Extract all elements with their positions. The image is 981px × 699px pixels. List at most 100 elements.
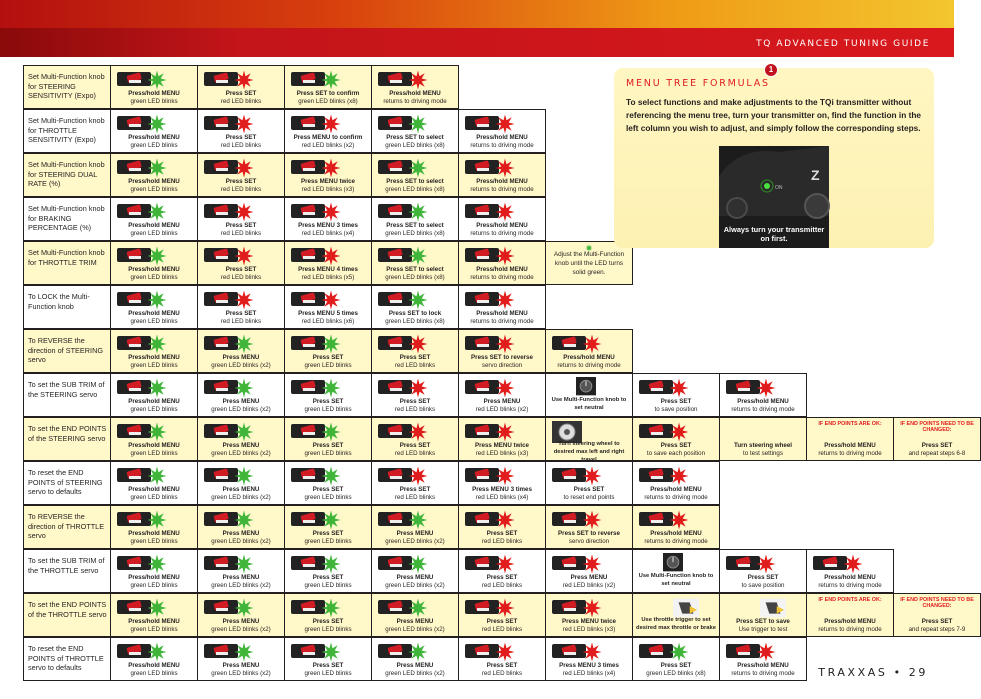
row-label: Set Multi-Function knob for STEERING DUA… bbox=[23, 153, 111, 197]
transmitter-button-icon bbox=[465, 424, 499, 438]
step-result: red LED blinks bbox=[220, 318, 262, 325]
transmitter-button-icon bbox=[204, 116, 238, 130]
transmitter-button-icon bbox=[204, 556, 238, 570]
step-action: Press MENU bbox=[396, 618, 434, 625]
transmitter-button-icon bbox=[378, 248, 412, 262]
transmitter-button-icon bbox=[465, 556, 499, 570]
green-led-burst-icon bbox=[321, 510, 341, 530]
step-action: Press MENU bbox=[222, 618, 260, 625]
table-row: To set the SUB TRIM of the STEERING serv… bbox=[23, 373, 807, 418]
transmitter-button-icon bbox=[117, 116, 151, 130]
green-led-burst-icon bbox=[321, 70, 341, 90]
table-row: To REVERSE the direction of STEERING ser… bbox=[23, 329, 633, 374]
transmitter-button-icon bbox=[291, 336, 325, 350]
step-result: red LED blinks bbox=[220, 186, 262, 193]
row-label: Set Multi-Function knob for THROTTLE SEN… bbox=[23, 109, 111, 153]
red-led-burst-icon bbox=[756, 554, 776, 574]
step-action: Press/hold MENU bbox=[824, 618, 876, 625]
step-action: Press SET to reverse bbox=[471, 354, 533, 361]
row-label: Set Multi-Function knob for STEERING SEN… bbox=[23, 65, 111, 109]
transmitter-button-icon bbox=[291, 204, 325, 218]
green-led-burst-icon bbox=[321, 642, 341, 662]
step-action: Press/hold MENU bbox=[128, 266, 180, 273]
multi-function-knob-icon bbox=[576, 377, 596, 396]
step-action: Press/hold MENU bbox=[128, 618, 180, 625]
green-led-burst-icon bbox=[234, 510, 254, 530]
step-action: Press SET bbox=[399, 398, 431, 405]
step-action: Press SET bbox=[312, 398, 344, 405]
step-result: returns to driving mode bbox=[818, 450, 882, 457]
step-result: green LED blinks (x8) bbox=[385, 186, 445, 193]
red-led-burst-icon bbox=[495, 554, 515, 574]
step-action: Use Multi-Function knob to set neutral bbox=[638, 573, 714, 587]
step-action: Press/hold MENU bbox=[128, 530, 180, 537]
step-action: Press/hold MENU bbox=[650, 486, 702, 493]
red-led-burst-icon bbox=[669, 378, 689, 398]
step-cell: Use Multi-Function knob to set neutral bbox=[545, 373, 633, 417]
step-result: returns to driving mode bbox=[470, 142, 534, 149]
transmitter-button-icon bbox=[117, 556, 151, 570]
step-cell: Use Multi-Function knob to set neutral bbox=[632, 549, 720, 593]
step-action: Press MENU 3 times bbox=[298, 222, 358, 229]
green-led-icon bbox=[585, 244, 593, 252]
transmitter-button-icon bbox=[117, 160, 151, 174]
step-result: returns to driving mode bbox=[470, 274, 534, 281]
transmitter-button-icon bbox=[465, 336, 499, 350]
table-row: To set the END POINTS of the STEERING se… bbox=[23, 417, 981, 463]
step-action: Press SET to save bbox=[736, 618, 790, 625]
green-led-burst-icon bbox=[147, 114, 167, 134]
step-result: returns to driving mode bbox=[470, 230, 534, 237]
panel-text: To select functions and make adjustments… bbox=[626, 97, 922, 133]
step-result: green LED blinks bbox=[130, 230, 178, 237]
step-result: green LED blinks bbox=[304, 582, 352, 589]
endpoint-condition: IF END POINTS NEED TO BE CHANGED: bbox=[900, 597, 974, 609]
step-result: green LED blinks bbox=[130, 98, 178, 105]
menu-tree-formulas-panel: MENU TREE FORMULAS To select functions a… bbox=[614, 63, 934, 248]
table-row: Set Multi-Function knob for STEERING SEN… bbox=[23, 65, 459, 110]
step-result: green LED blinks (x2) bbox=[211, 494, 271, 501]
green-led-burst-icon bbox=[408, 202, 428, 222]
step-action: Press SET bbox=[399, 442, 431, 449]
transmitter-button-icon bbox=[726, 556, 760, 570]
step-action: Press SET to select bbox=[386, 266, 444, 273]
row-label: To REVERSE the direction of THROTTLE ser… bbox=[23, 505, 111, 549]
red-led-burst-icon bbox=[321, 290, 341, 310]
step-action: Press/hold MENU bbox=[737, 662, 789, 669]
step-action: Press MENU bbox=[396, 530, 434, 537]
red-led-burst-icon bbox=[234, 202, 254, 222]
transmitter-button-icon bbox=[813, 556, 847, 570]
red-led-burst-icon bbox=[321, 114, 341, 134]
transmitter-button-icon bbox=[552, 556, 586, 570]
red-led-burst-icon bbox=[321, 158, 341, 178]
step-action: Press SET bbox=[225, 134, 257, 141]
red-led-burst-icon bbox=[495, 466, 515, 486]
step-action: Press SET to select bbox=[386, 178, 444, 185]
step-result: green LED blinks bbox=[130, 142, 178, 149]
step-action: Press/hold MENU bbox=[128, 134, 180, 141]
green-led-burst-icon bbox=[234, 466, 254, 486]
transmitter-button-icon bbox=[552, 644, 586, 658]
transmitter-button-icon bbox=[726, 644, 760, 658]
step-result: green LED blinks bbox=[130, 406, 178, 413]
red-led-burst-icon bbox=[408, 70, 428, 90]
red-led-burst-icon bbox=[234, 246, 254, 266]
step-action: Press SET bbox=[486, 662, 518, 669]
green-led-burst-icon bbox=[147, 202, 167, 222]
